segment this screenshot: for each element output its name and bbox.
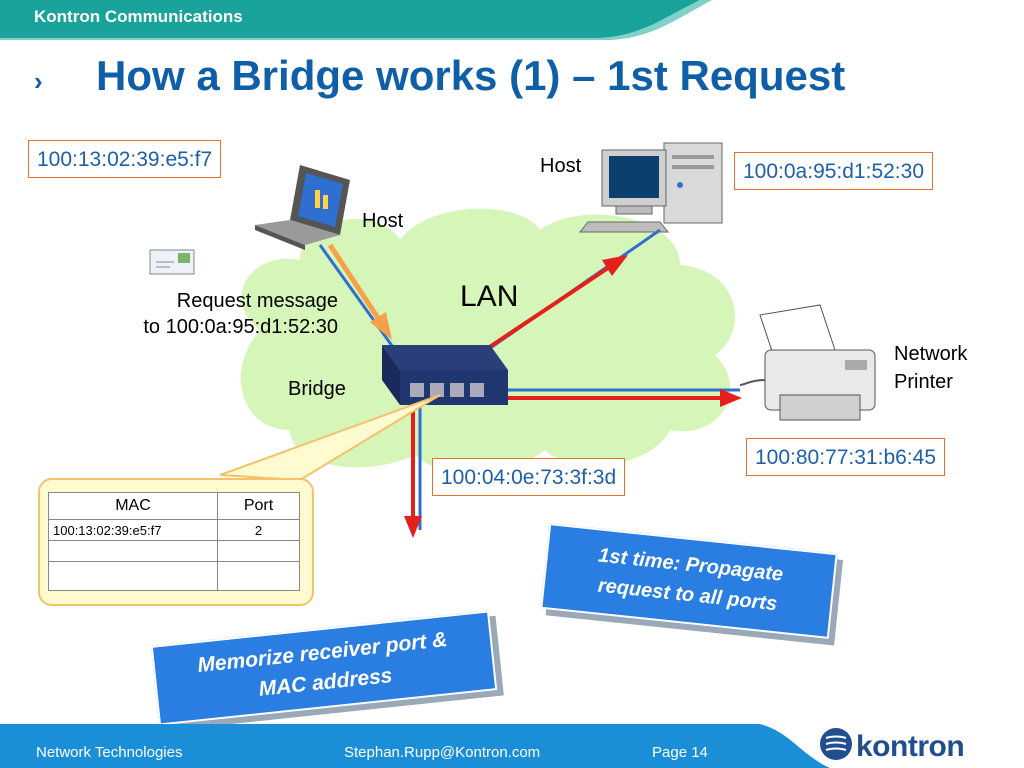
mac-table: MAC Port 100:13:02:39:e5:f7 2 <box>48 492 300 591</box>
mac-table-panel: MAC Port 100:13:02:39:e5:f7 2 <box>38 478 314 606</box>
port-cell <box>217 561 300 591</box>
company-name: Kontron Communications <box>34 7 243 26</box>
request-line2: to 100:0a:95:d1:52:30 <box>143 316 338 338</box>
network-diagram <box>149 142 876 538</box>
request-arrow <box>327 243 392 340</box>
pc-mac-box: 100:0a:95:d1:52:30 <box>734 152 934 190</box>
title-bullet: › <box>34 66 43 96</box>
mac-cell <box>48 540 218 562</box>
mac-cell: 100:13:02:39:e5:f7 <box>48 519 218 541</box>
bridge-label: Bridge <box>288 378 346 400</box>
port-header: Port <box>217 492 300 520</box>
footer-bar <box>0 724 1024 768</box>
footer-page: Page 14 <box>652 744 708 761</box>
request-line1: Request message <box>176 290 338 312</box>
table-row <box>48 540 300 562</box>
kontron-logo-icon <box>820 728 852 760</box>
bridge-icon <box>382 345 508 405</box>
slide-title: How a Bridge works (1) – 1st Request <box>96 52 846 99</box>
table-row: 100:13:02:39:e5:f7 2 <box>48 519 300 541</box>
request-message-text: Request message to 100:0a:95:d1:52:30 <box>143 288 338 340</box>
desktop-pc-icon <box>578 142 723 233</box>
lan-label: LAN <box>460 280 519 313</box>
mac-header: MAC <box>48 492 218 520</box>
port-cell <box>217 540 300 562</box>
laptop-host-label: Host <box>362 210 404 232</box>
lan-cloud <box>240 208 736 474</box>
envelope-icon <box>149 249 195 275</box>
mac-cell <box>48 561 218 591</box>
downlink-mac-box: 100:04:0e:73:3f:3d <box>432 458 626 496</box>
laptop-mac-box: 100:13:02:39:e5:f7 <box>28 140 222 178</box>
pc-host-label: Host <box>540 155 582 177</box>
printer-icon <box>739 304 876 421</box>
printer-label-line2: Printer <box>894 371 953 393</box>
header-bar <box>0 0 1024 40</box>
printer-mac-box: 100:80:77:31:b6:45 <box>746 438 946 476</box>
footer-left-text: Network Technologies <box>36 744 183 761</box>
table-callout-pointer <box>219 394 441 482</box>
printer-label-line1: Network <box>894 343 968 365</box>
table-row <box>48 561 300 591</box>
kontron-logo-text: kontron <box>856 730 965 763</box>
footer-email: Stephan.Rupp@Kontron.com <box>344 744 541 761</box>
port-cell: 2 <box>217 519 300 541</box>
laptop-icon <box>255 165 350 250</box>
